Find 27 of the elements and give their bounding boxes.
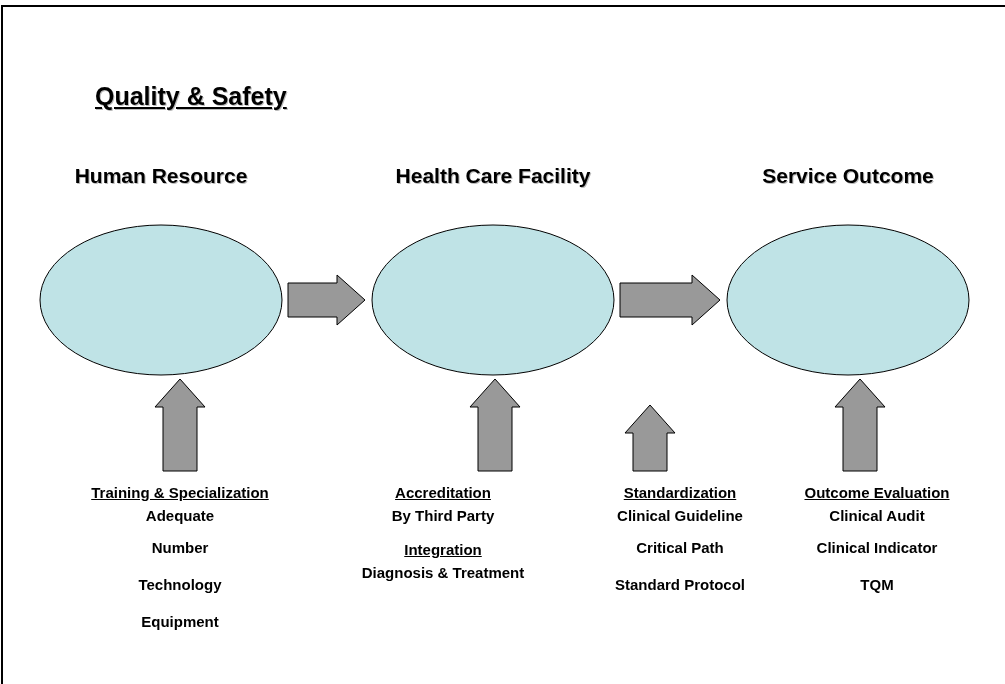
- heading: Service Outcome: [762, 163, 934, 189]
- heading: Human Resource: [74, 163, 248, 189]
- item-text: Equipment: [141, 612, 219, 632]
- group-heading: Integration: [404, 540, 482, 560]
- group-heading: Accreditation: [395, 483, 491, 503]
- item-text: TQM: [860, 575, 894, 595]
- item-text: Number: [151, 538, 209, 558]
- item-text: Diagnosis & Treatment: [361, 563, 525, 583]
- block-arrow: [619, 274, 721, 326]
- item-text: By Third Party: [391, 506, 495, 526]
- item-text: Adequate: [145, 506, 215, 526]
- group-heading: Outcome Evaluation: [804, 483, 950, 503]
- heading: Health Care Facility: [395, 163, 591, 189]
- item-text: Clinical Audit: [829, 506, 925, 526]
- item-text: Standard Protocol: [615, 575, 745, 595]
- block-arrow: [624, 404, 676, 472]
- item-text: Technology: [138, 575, 222, 595]
- title: Quality & Safety: [95, 81, 287, 112]
- block-arrow: [287, 274, 366, 326]
- item-text: Clinical Indicator: [816, 538, 938, 558]
- group-heading: Training & Specialization: [91, 483, 269, 503]
- group-heading: Standardization: [623, 483, 737, 503]
- block-arrow: [834, 378, 886, 472]
- item-text: Clinical Guideline: [617, 506, 743, 526]
- item-text: Critical Path: [636, 538, 724, 558]
- block-arrow: [469, 378, 521, 472]
- block-arrow: [154, 378, 206, 472]
